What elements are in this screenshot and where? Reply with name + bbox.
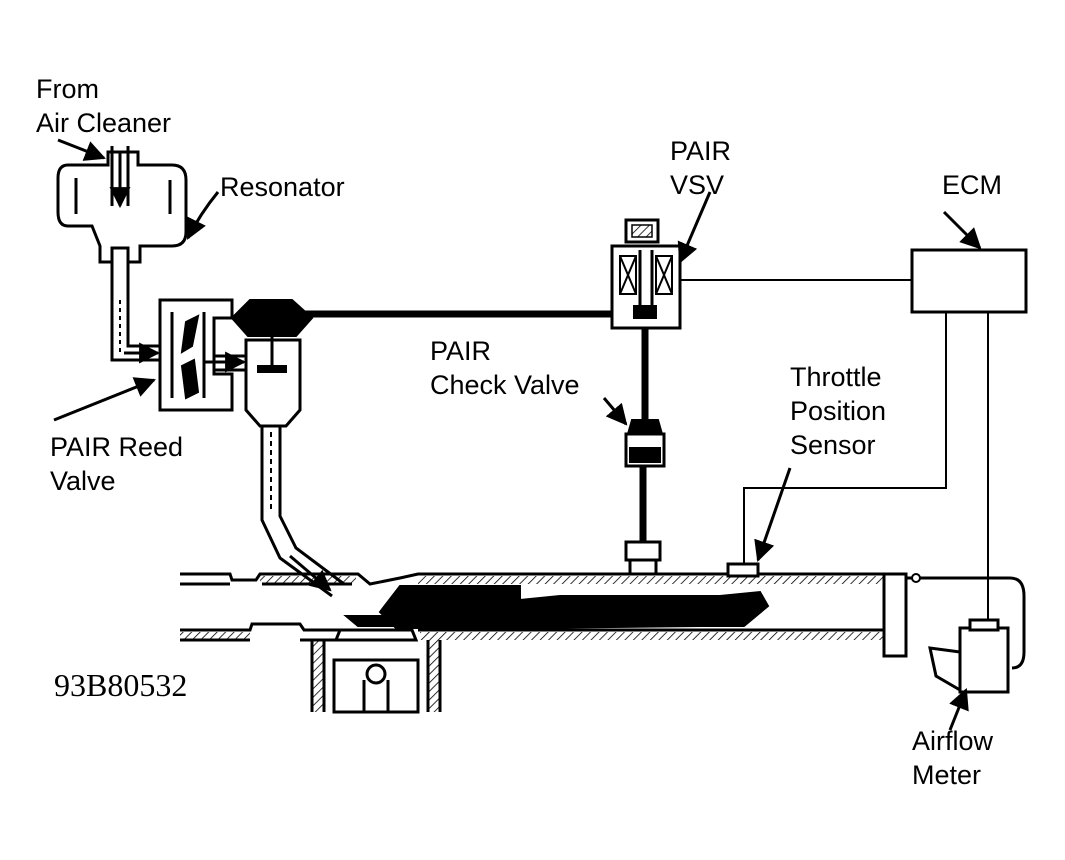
throttle-position-sensor-body bbox=[726, 562, 760, 578]
label-ecm: ECM bbox=[942, 170, 1002, 200]
vacuum-hose-vsv-to-manifold bbox=[639, 320, 649, 544]
label-throttle-position-sensor-line2: Position bbox=[790, 396, 886, 426]
label-throttle-position-sensor-line3: Sensor bbox=[790, 430, 876, 460]
vacuum-port-fitting bbox=[624, 540, 662, 576]
ecm-box bbox=[910, 248, 1028, 314]
leader-arrows bbox=[53, 138, 982, 731]
engine-cylinder bbox=[310, 615, 442, 714]
pair-vsv bbox=[610, 218, 682, 330]
label-resonator: Resonator bbox=[220, 172, 345, 202]
label-throttle-position-sensor-line1: Throttle bbox=[790, 362, 882, 392]
resonator bbox=[56, 150, 188, 264]
label-pair-check-valve-line1: PAIR bbox=[430, 336, 491, 366]
label-pair-reed-valve-line2: Valve bbox=[50, 466, 116, 496]
air-switching-valve bbox=[230, 299, 314, 428]
intake-tube bbox=[180, 572, 908, 656]
pair-reed-valve bbox=[158, 298, 247, 412]
air-inlet-pipe bbox=[109, 146, 131, 209]
ecm-wiring bbox=[680, 279, 989, 622]
resonator-downpipe bbox=[110, 262, 161, 364]
label-pair-reed-valve-line1: PAIR Reed bbox=[50, 432, 183, 462]
label-airflow-meter-line1: Airflow bbox=[912, 726, 994, 756]
air-injection-pipe bbox=[260, 426, 345, 598]
label-pair-check-valve-line2: Check Valve bbox=[430, 370, 580, 400]
figure-code: 93B80532 bbox=[54, 667, 187, 703]
label-pair-vsv-line1: PAIR bbox=[670, 136, 731, 166]
label-airflow-meter-line2: Meter bbox=[912, 760, 981, 790]
pair-check-valve bbox=[624, 419, 666, 468]
label-from-air-cleaner-line1: From bbox=[36, 74, 99, 104]
airflow-meter bbox=[882, 572, 1026, 694]
label-from-air-cleaner-line2: Air Cleaner bbox=[36, 108, 171, 138]
label-pair-vsv-line2: VSV bbox=[670, 170, 724, 200]
